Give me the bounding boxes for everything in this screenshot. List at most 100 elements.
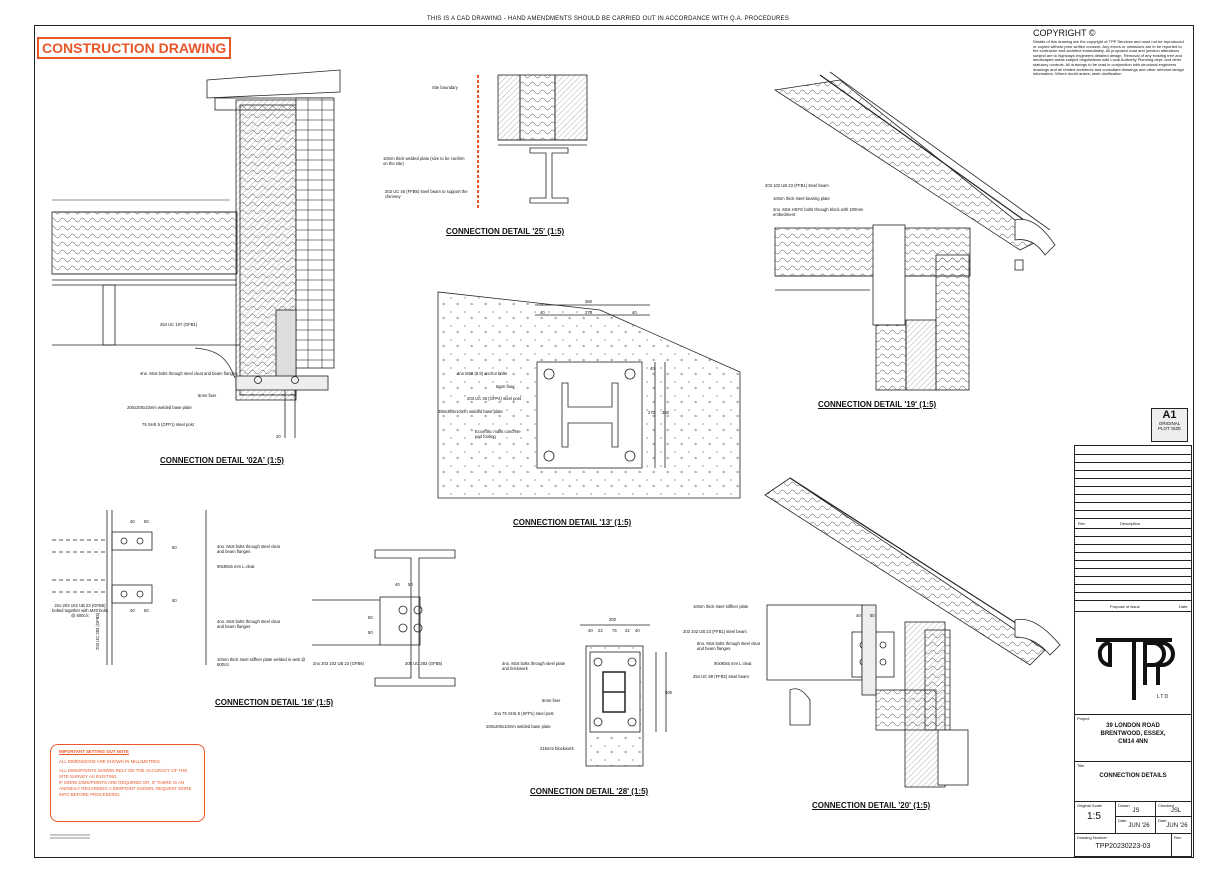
label-16-dim-4: 50 xyxy=(144,608,149,613)
caption-detail-20: CONNECTION DETAIL '20' (1:5) xyxy=(812,801,931,810)
detail-25-drawing xyxy=(477,74,588,210)
label-02a-baseplate: 200x200x10mm welded base plate xyxy=(127,405,192,410)
drawing-title: CONNECTION DETAILS xyxy=(1099,773,1167,779)
caption-detail-28: CONNECTION DETAIL '28' (1:5) xyxy=(530,787,649,796)
label-19-bolts: 2no. M16 HSFG bolts through block with 1… xyxy=(773,207,864,217)
drawn-value: JS xyxy=(1132,808,1140,814)
label-16-bolts-top: 4no. M16 bolts through steel cleat and b… xyxy=(217,544,280,554)
label-20-stiffener: 10mm thick steel stiffner plate xyxy=(693,604,749,609)
label-28-dim-d: 22 xyxy=(625,628,630,633)
label-28-dim-e: 40 xyxy=(635,628,640,633)
label-19-beam: 203 102 UB 23 (FFB1) steel beam xyxy=(765,183,829,188)
label-16-dim-10: 50 xyxy=(368,630,373,635)
label-20-dim-40: 40 xyxy=(856,613,861,618)
project-label: Project xyxy=(1077,716,1090,721)
detail-13-drawing xyxy=(437,291,741,499)
rev-column-label: Rev xyxy=(1078,521,1086,526)
label-16-uc: 305 UC 283 (GFB5) xyxy=(405,661,443,666)
setting-out-line-1: ALL DIMENSIONS ARE SHOWN IN MILLIMETRES. xyxy=(59,759,162,764)
label-16-dim-3: 40 xyxy=(130,608,135,613)
date-column-label: Date xyxy=(1179,604,1188,609)
label-16-bolts-bottom: 4no. M16 bolts through steel cleat and b… xyxy=(217,619,280,629)
checked-label: Checked xyxy=(1158,803,1174,808)
caption-detail-19: CONNECTION DETAIL '19' (1:5) xyxy=(818,400,937,409)
label-25-plate: 10mm thick welded plate (size to be conf… xyxy=(383,156,465,166)
label-13-anchor: 4no M20 (8.8) anchor bolts xyxy=(457,371,508,376)
label-13-baseplate: 350x350x10mm welded base plate xyxy=(438,409,503,414)
plot-size-line-1: ORIGINAL xyxy=(1158,421,1181,426)
detail-19-drawing xyxy=(773,71,1056,391)
date-value-2: JUN '26 xyxy=(1166,823,1188,829)
setting-out-line-3: IF MORE DIMS/POINTS ARE REQUIRED OR, IF … xyxy=(59,780,192,797)
title-label: Title xyxy=(1077,763,1085,768)
scale-value: 1:5 xyxy=(1087,811,1101,822)
label-02a-post: 75 SHS 5 (GFP1) steel post xyxy=(142,422,194,427)
label-16-dim-5: 40 xyxy=(395,582,400,587)
description-column-label: Description xyxy=(1120,521,1141,526)
label-20-bolts: 8no. M16 bolts through steel cleat and b… xyxy=(697,641,760,651)
label-13-vdim-c: 350 xyxy=(662,410,669,415)
label-02a-fixer: 6mm fixer xyxy=(198,393,217,398)
tpp-logo xyxy=(1096,638,1175,700)
drawn-label: Drawn xyxy=(1118,803,1130,808)
project-line-1: 39 LONDON ROAD xyxy=(1106,723,1160,729)
drawing-number-label: Drawing Number xyxy=(1077,835,1108,840)
plot-size-line-2: PLOT SIZE xyxy=(1158,426,1181,431)
date-label-2: Date xyxy=(1158,818,1167,823)
label-13-dim-right: 40 xyxy=(632,310,637,315)
label-16-ub-right: 2no 203 102 UB 23 (GFB6) xyxy=(313,661,364,666)
caption-detail-25: CONNECTION DETAIL '25' (1:5) xyxy=(446,227,565,236)
label-13-vdim-a: 40 xyxy=(650,366,655,371)
label-25-boundary: Site boundary xyxy=(432,85,458,90)
label-28-blockwork: 215mm blockwork xyxy=(540,746,574,751)
drawing-number: TPP20230223-03 xyxy=(1095,843,1151,850)
label-16-dim-8: 50 xyxy=(172,598,177,603)
label-13-fixer: 6mm fixer xyxy=(496,384,515,389)
label-16-dim-1: 40 xyxy=(130,519,135,524)
label-16-cleat: 90x90x5 mm L cleat xyxy=(217,564,255,569)
label-28-dim-b: 22 xyxy=(598,628,603,633)
label-16-uc-vertical: 203 UC 283 (GFB5) xyxy=(95,612,100,650)
label-16-ub-left: 2no 203 102 UB 23 (GFB6) bolted together… xyxy=(52,603,108,618)
purpose-label: Purpose of issue xyxy=(1110,604,1140,609)
detail-02a-drawing xyxy=(51,69,341,438)
scale-label: Original Scale xyxy=(1077,803,1102,808)
copyright-block: COPYRIGHT © Details of this drawing are … xyxy=(1033,28,1188,77)
label-13-post: 203 UC 46 (GFP4) steel post xyxy=(467,396,521,401)
label-19-plate: 10mm thick steel bearing plate xyxy=(773,196,830,201)
copyright-body: Details of this drawing are the copyrigh… xyxy=(1033,39,1184,77)
label-20-dim-50: 50 xyxy=(870,613,875,618)
label-28-bolts: 4no. M16 bolts through steel plate and b… xyxy=(502,661,566,671)
date-label-1: Date xyxy=(1118,818,1127,823)
date-value-1: JUN '26 xyxy=(1128,823,1150,829)
title-block: Rev Description Purpose of issue Date LT… xyxy=(1074,445,1192,857)
setting-out-line-2: ALL DIMS/POINTS SHOWN RELY ON THE ACCURA… xyxy=(59,768,188,779)
label-25-beam: 203 UC 46 (FFB5) steel beam to support t… xyxy=(385,189,468,199)
detail-20-drawing xyxy=(764,477,1061,788)
plot-size-box: A1 ORIGINAL PLOT SIZE xyxy=(1151,408,1188,442)
label-13-footing: Eccentric mass concrete pad footing xyxy=(475,429,521,439)
sheet-border xyxy=(34,25,1194,858)
cad-header-note: THIS IS A CAD DRAWING - HAND AMENDMENTS … xyxy=(427,16,789,22)
label-16-dim-2: 50 xyxy=(144,519,149,524)
label-13-dim-top: 350 xyxy=(585,299,592,304)
label-02a-beam: 254 UC 107 (GFB1) xyxy=(160,322,198,327)
label-02a-bolts: 4no. M16 bolts through steel cleat and b… xyxy=(140,371,238,376)
label-28-post: 2no 75 SHS 5 (SFP1) steel post xyxy=(494,711,554,716)
label-13-vdim-b: 270 xyxy=(648,410,655,415)
label-16-dim-9: 50 xyxy=(368,615,373,620)
caption-detail-13: CONNECTION DETAIL '13' (1:5) xyxy=(513,518,632,527)
label-16-stiffener: 10mm thick steel stiffner plate welded i… xyxy=(217,657,306,667)
setting-out-note: IMPORTANT SETTING OUT NOTE ALL DIMENSION… xyxy=(50,744,205,822)
label-20-uc: 254 UC 89 (FFB2) steel beam xyxy=(693,674,749,679)
logo-ltd: LTD xyxy=(1157,694,1170,700)
label-28-dim-c: 75 xyxy=(612,628,617,633)
label-16-dim-7: 50 xyxy=(172,545,177,550)
rev-label: Rev. xyxy=(1174,835,1182,840)
label-13-dim-left: 40 xyxy=(540,310,545,315)
label-13-dim-mid: 270 xyxy=(585,310,592,315)
copyright-title: COPYRIGHT © xyxy=(1033,28,1096,38)
label-28-dim-a: 40 xyxy=(588,628,593,633)
